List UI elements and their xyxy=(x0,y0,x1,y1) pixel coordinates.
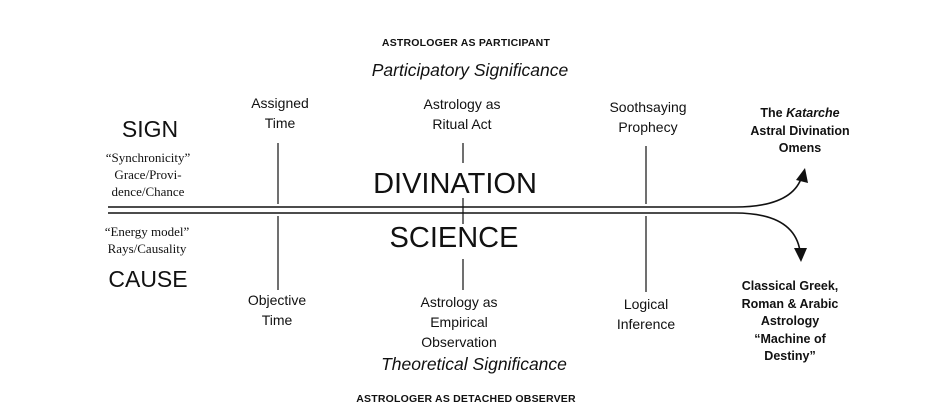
katarche-em: Katarche xyxy=(786,106,840,120)
energy-description: “Energy model” Rays/Causality xyxy=(104,224,190,256)
objective-time-label: Objective Time xyxy=(247,292,307,328)
logical-label: Logical Inference xyxy=(616,296,676,332)
bottom-caption: ASTROLOGER AS DETACHED OBSERVER xyxy=(356,393,576,405)
branch-down-arrowhead xyxy=(794,248,807,262)
classical-label: Classical Greek, Roman & Arabic Astrolog… xyxy=(741,279,839,363)
katarche-label: The Katarche Astral Divination Omens xyxy=(750,105,849,158)
cause-heading: CAUSE xyxy=(108,266,188,292)
ritual-act-label: Astrology as Ritual Act xyxy=(423,96,501,132)
katarche-post: Astral Divination Omens xyxy=(750,123,850,156)
branch-down-curve xyxy=(734,212,801,252)
sign-heading: SIGN xyxy=(121,116,179,142)
assigned-time-label: Assigned Time xyxy=(251,95,309,131)
science-heading: SCIENCE xyxy=(389,222,519,254)
top-caption: ASTROLOGER AS PARTICIPANT xyxy=(381,37,551,49)
theoretical-significance-title: Theoretical Significance xyxy=(381,354,567,374)
sign-description: “Synchronicity” Grace/Provi- dence/Chanc… xyxy=(105,150,191,199)
participatory-significance-title: Participatory Significance xyxy=(371,60,569,80)
branch-up-arrowhead xyxy=(796,168,808,183)
empirical-label: Astrology as Empirical Observation xyxy=(420,294,498,350)
divination-heading: DIVINATION xyxy=(373,168,537,200)
branch-up-curve xyxy=(734,175,803,208)
katarche-pre: The xyxy=(760,106,787,120)
soothsaying-label: Soothsaying Prophecy xyxy=(609,99,687,135)
